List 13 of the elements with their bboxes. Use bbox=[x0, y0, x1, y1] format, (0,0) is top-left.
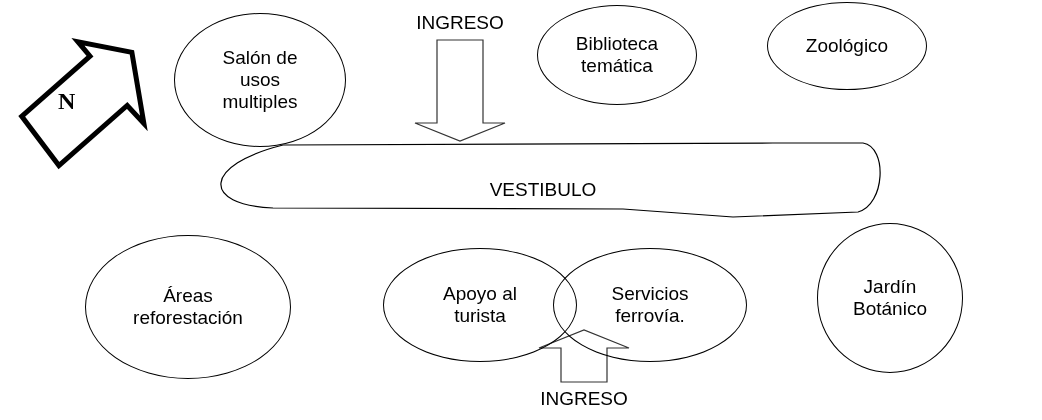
block-arrow bbox=[538, 329, 630, 383]
area-label: Zoológico bbox=[805, 35, 889, 57]
north-label: N bbox=[58, 88, 76, 115]
block-arrow bbox=[414, 39, 506, 142]
area-label: Jardín Botánico bbox=[852, 276, 928, 320]
area-label: Salón de usos multiples bbox=[221, 47, 299, 113]
area-label: VESTIBULO bbox=[489, 179, 597, 201]
entrance-label: INGRESO bbox=[540, 388, 628, 410]
entrance-label: INGRESO bbox=[416, 12, 504, 34]
area-label: Apoyo al turista bbox=[442, 283, 518, 327]
area-label: Servicios ferrovía. bbox=[610, 283, 690, 327]
area-label: Biblioteca temática bbox=[574, 33, 660, 77]
area-label: Áreas reforestación bbox=[132, 285, 244, 329]
